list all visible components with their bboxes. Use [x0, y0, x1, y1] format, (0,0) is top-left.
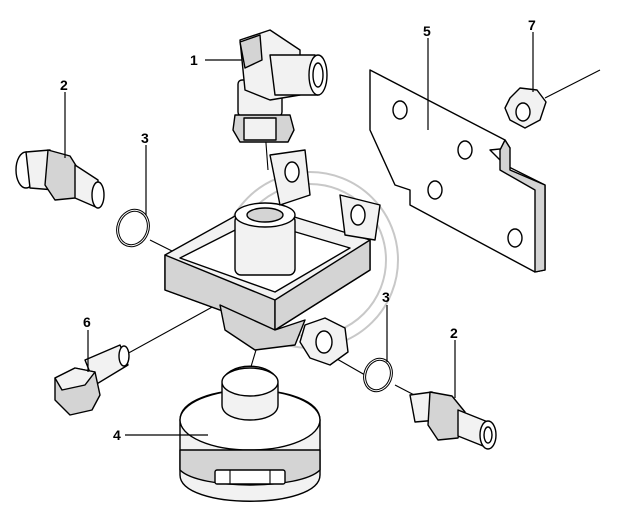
hex-bolt [54, 344, 130, 416]
callout-3-right: 3 [382, 289, 390, 305]
callout-5: 5 [423, 23, 431, 39]
callout-1: 1 [190, 52, 198, 68]
leader-lines [64, 32, 534, 436]
callout-labels: 1 2 2 3 3 4 5 6 7 [60, 17, 536, 443]
valve-body [164, 149, 381, 366]
callout-3-left: 3 [141, 130, 149, 146]
o-ring-right [363, 357, 393, 393]
callout-6: 6 [83, 314, 91, 330]
hex-nut [504, 87, 547, 129]
o-ring-left [116, 208, 150, 248]
callout-4: 4 [113, 427, 121, 443]
silencer-cap [179, 365, 321, 502]
elbow-fitting [232, 29, 328, 143]
straight-fitting-right [409, 391, 497, 450]
straight-fitting-left [15, 149, 105, 209]
callout-2-right: 2 [450, 325, 458, 341]
callout-7: 7 [528, 17, 536, 33]
callout-2-left: 2 [60, 77, 68, 93]
mounting-bracket [369, 69, 546, 273]
